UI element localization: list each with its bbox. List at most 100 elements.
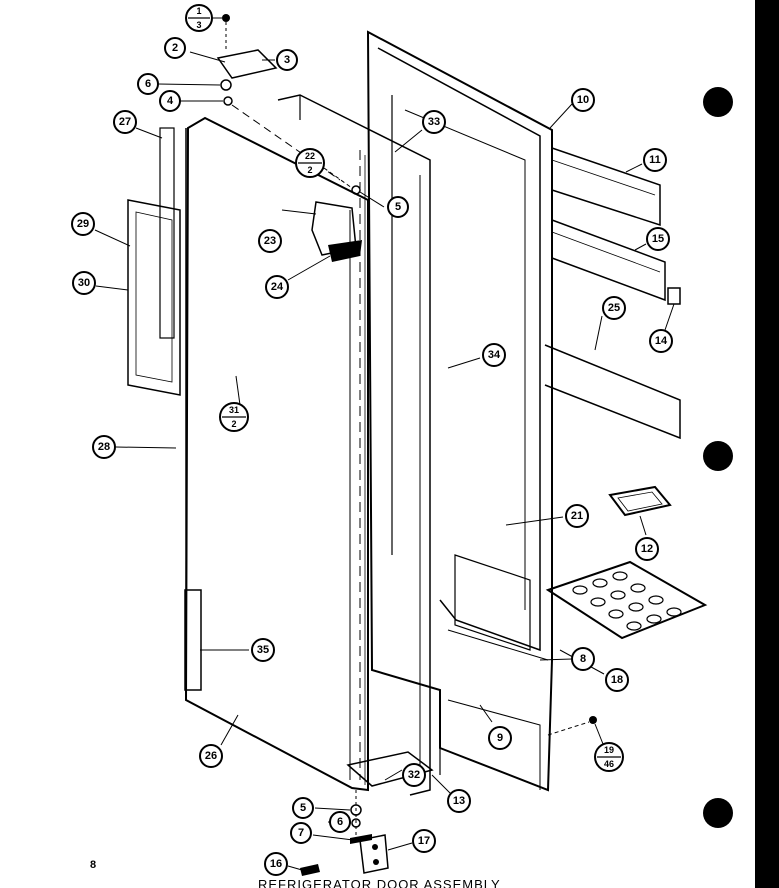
callout-3: 3 xyxy=(276,49,298,71)
svg-text:2: 2 xyxy=(307,165,312,175)
svg-text:3: 3 xyxy=(284,54,290,66)
callout-6: 6 xyxy=(137,73,159,95)
callout-4: 4 xyxy=(159,90,181,112)
egg-tray xyxy=(545,560,708,640)
callout-26: 26 xyxy=(199,744,223,768)
door-shelves xyxy=(544,147,681,440)
lower-hinge xyxy=(359,834,389,874)
callout-14: 14 xyxy=(649,329,673,353)
callout-8: 8 xyxy=(571,647,595,671)
callout-21: 21 xyxy=(565,504,589,528)
svg-text:6: 6 xyxy=(337,816,343,828)
svg-text:33: 33 xyxy=(428,116,440,128)
butter-bin xyxy=(608,485,672,517)
callout-25: 25 xyxy=(602,296,626,320)
svg-text:25: 25 xyxy=(608,302,620,314)
svg-text:15: 15 xyxy=(652,233,664,245)
callout-13: 13 xyxy=(447,789,471,813)
lower-handle-strip xyxy=(184,589,202,691)
svg-text:28: 28 xyxy=(98,441,110,453)
svg-text:31: 31 xyxy=(229,405,239,415)
callout-30: 30 xyxy=(72,271,96,295)
callout-12: 12 xyxy=(635,537,659,561)
egg-cups xyxy=(572,571,682,631)
svg-text:14: 14 xyxy=(655,335,668,347)
svg-text:13: 13 xyxy=(453,795,465,807)
svg-text:9: 9 xyxy=(497,732,503,744)
callout-10: 10 xyxy=(571,88,595,112)
side-trim-strip xyxy=(159,127,175,339)
svg-text:19: 19 xyxy=(604,745,614,755)
svg-text:8: 8 xyxy=(580,653,586,665)
callout-5: 5 xyxy=(387,196,409,218)
svg-text:1: 1 xyxy=(196,6,201,16)
liner-screw xyxy=(589,716,597,724)
callout-15: 15 xyxy=(646,227,670,251)
callout-34: 34 xyxy=(482,343,506,367)
svg-text:10: 10 xyxy=(577,94,589,106)
svg-text:21: 21 xyxy=(571,510,583,522)
callout-23: 23 xyxy=(258,229,282,253)
svg-text:6: 6 xyxy=(145,78,151,90)
inner-panel xyxy=(277,94,431,796)
page-number: 8 xyxy=(90,859,96,871)
svg-text:27: 27 xyxy=(119,116,131,128)
callout-17: 17 xyxy=(412,829,436,853)
svg-text:17: 17 xyxy=(418,835,430,847)
svg-text:24: 24 xyxy=(271,281,284,293)
svg-text:30: 30 xyxy=(78,277,90,289)
callout-32: 32 xyxy=(402,763,426,787)
callout-9: 9 xyxy=(488,726,512,750)
fraction-callout-31-2: 31 2 xyxy=(219,402,249,432)
registration-dot-bottom xyxy=(703,798,733,828)
callout-29: 29 xyxy=(71,212,95,236)
svg-text:3: 3 xyxy=(196,20,201,30)
hinge-pin xyxy=(350,834,372,844)
door-liner xyxy=(366,30,553,792)
svg-text:46: 46 xyxy=(604,759,614,769)
right-border-bar xyxy=(755,0,779,888)
bottom-trim-strip xyxy=(346,751,434,787)
callout-5-lower: 5 xyxy=(292,797,314,819)
hinge-screw xyxy=(222,14,230,22)
callout-7: 7 xyxy=(290,822,312,844)
svg-text:7: 7 xyxy=(298,827,304,839)
callout-18: 18 xyxy=(605,668,629,692)
svg-text:18: 18 xyxy=(611,674,623,686)
svg-text:34: 34 xyxy=(488,349,501,361)
upper-hinge xyxy=(216,49,278,79)
svg-text:26: 26 xyxy=(205,750,217,762)
diagram-caption: REFRIGERATOR DOOR ASSEMBLY xyxy=(258,877,501,888)
svg-text:22: 22 xyxy=(305,151,315,161)
svg-text:23: 23 xyxy=(264,235,276,247)
svg-text:11: 11 xyxy=(649,154,661,166)
callout-2: 2 xyxy=(164,37,186,59)
svg-text:2: 2 xyxy=(172,42,178,54)
svg-text:32: 32 xyxy=(408,769,420,781)
svg-text:16: 16 xyxy=(270,858,282,870)
callout-11: 11 xyxy=(643,148,667,172)
fraction-callout-1-3: 1 3 xyxy=(185,4,222,32)
svg-text:12: 12 xyxy=(641,543,653,555)
svg-text:35: 35 xyxy=(257,644,269,656)
callout-24: 24 xyxy=(265,275,289,299)
callout-35: 35 xyxy=(251,638,275,662)
svg-text:5: 5 xyxy=(395,201,401,213)
shelf-clip xyxy=(667,287,681,305)
hinge-bushing xyxy=(223,96,233,106)
callout-28: 28 xyxy=(92,435,116,459)
svg-text:4: 4 xyxy=(167,95,174,107)
callout-16: 16 xyxy=(264,852,288,876)
outer-door-panel xyxy=(184,116,369,792)
svg-text:2: 2 xyxy=(231,419,236,429)
hinge-washer xyxy=(220,79,232,91)
leader-lines xyxy=(94,51,675,871)
fraction-callout-19-46: 19 46 xyxy=(594,723,624,772)
svg-text:5: 5 xyxy=(300,802,306,814)
door-stop xyxy=(328,240,362,262)
registration-dot-middle xyxy=(703,441,733,471)
registration-dot-top xyxy=(703,87,733,117)
door-handle xyxy=(127,199,181,396)
callout-27: 27 xyxy=(113,110,137,134)
